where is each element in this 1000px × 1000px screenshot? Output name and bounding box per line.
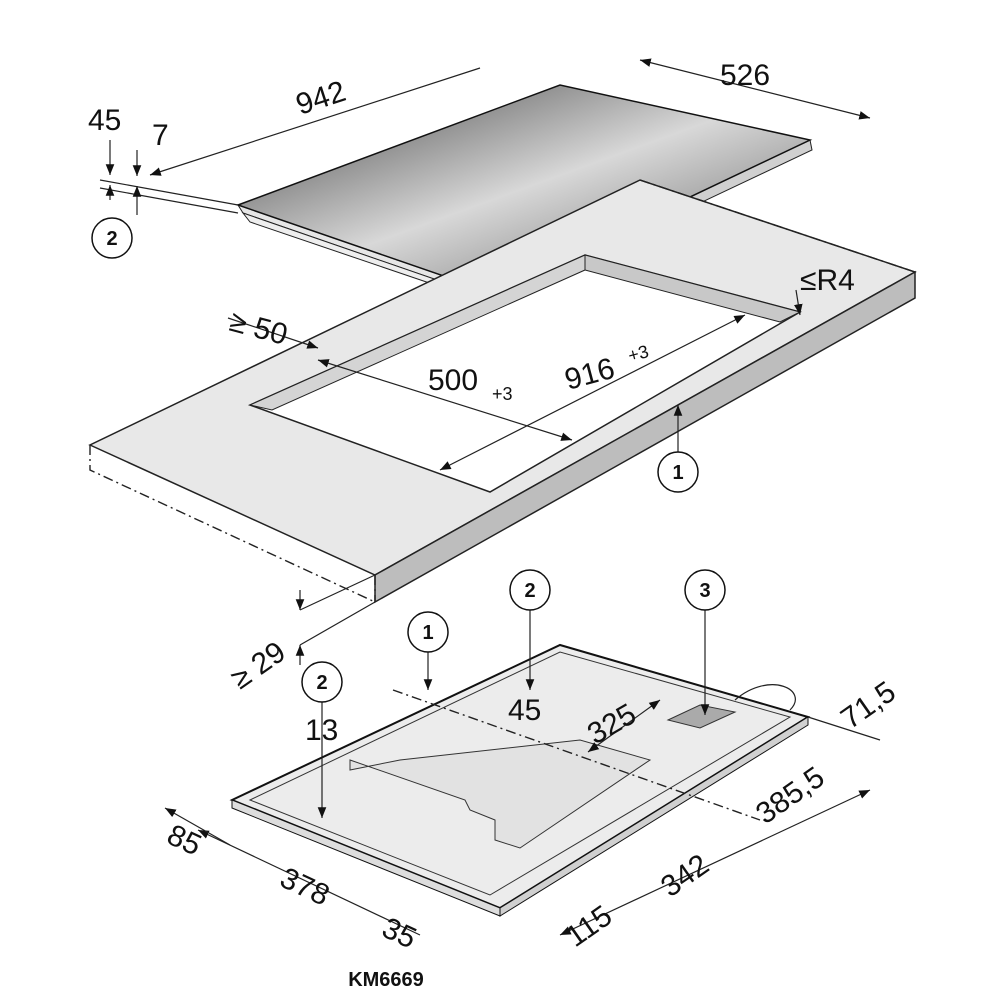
dim-radius: ≤R4 bbox=[800, 264, 855, 297]
model-title: KM6669 bbox=[348, 969, 424, 991]
svg-text:2: 2 bbox=[316, 672, 327, 694]
callout-underside-2b: 2 bbox=[301, 661, 343, 703]
dim-115: 115 bbox=[560, 899, 618, 953]
dim-526: 526 bbox=[720, 59, 770, 92]
dim-71-5: 71,5 bbox=[835, 675, 902, 736]
dim-min-29: ≥ 29 bbox=[225, 635, 292, 695]
svg-text:2: 2 bbox=[524, 580, 535, 602]
callout-cutout-1: 1 bbox=[657, 451, 699, 493]
dim-min-50: ≥ 50 bbox=[226, 305, 291, 352]
dim-85: 85 bbox=[162, 818, 206, 862]
dim-385-5: 385,5 bbox=[750, 761, 830, 831]
svg-text:2: 2 bbox=[106, 228, 117, 250]
callout-underside-2a: 2 bbox=[509, 569, 551, 611]
dim-378: 378 bbox=[275, 861, 334, 912]
svg-text:3: 3 bbox=[699, 580, 710, 602]
dim-500: 500 bbox=[428, 364, 478, 397]
callout-underside-3: 3 bbox=[684, 569, 726, 611]
callout-cooktop-2: 2 bbox=[91, 217, 133, 259]
dim-45-total: 45 bbox=[88, 104, 121, 137]
dim-45-underside: 45 bbox=[508, 694, 541, 727]
callout-underside-1: 1 bbox=[407, 611, 449, 653]
dim-13: 13 bbox=[305, 714, 338, 747]
dim-342: 342 bbox=[655, 848, 715, 904]
svg-text:1: 1 bbox=[422, 622, 433, 644]
dim-7-glass: 7 bbox=[152, 119, 169, 152]
dim-500-tol: +3 bbox=[492, 384, 513, 404]
dim-942: 942 bbox=[292, 75, 350, 122]
svg-text:1: 1 bbox=[672, 462, 683, 484]
